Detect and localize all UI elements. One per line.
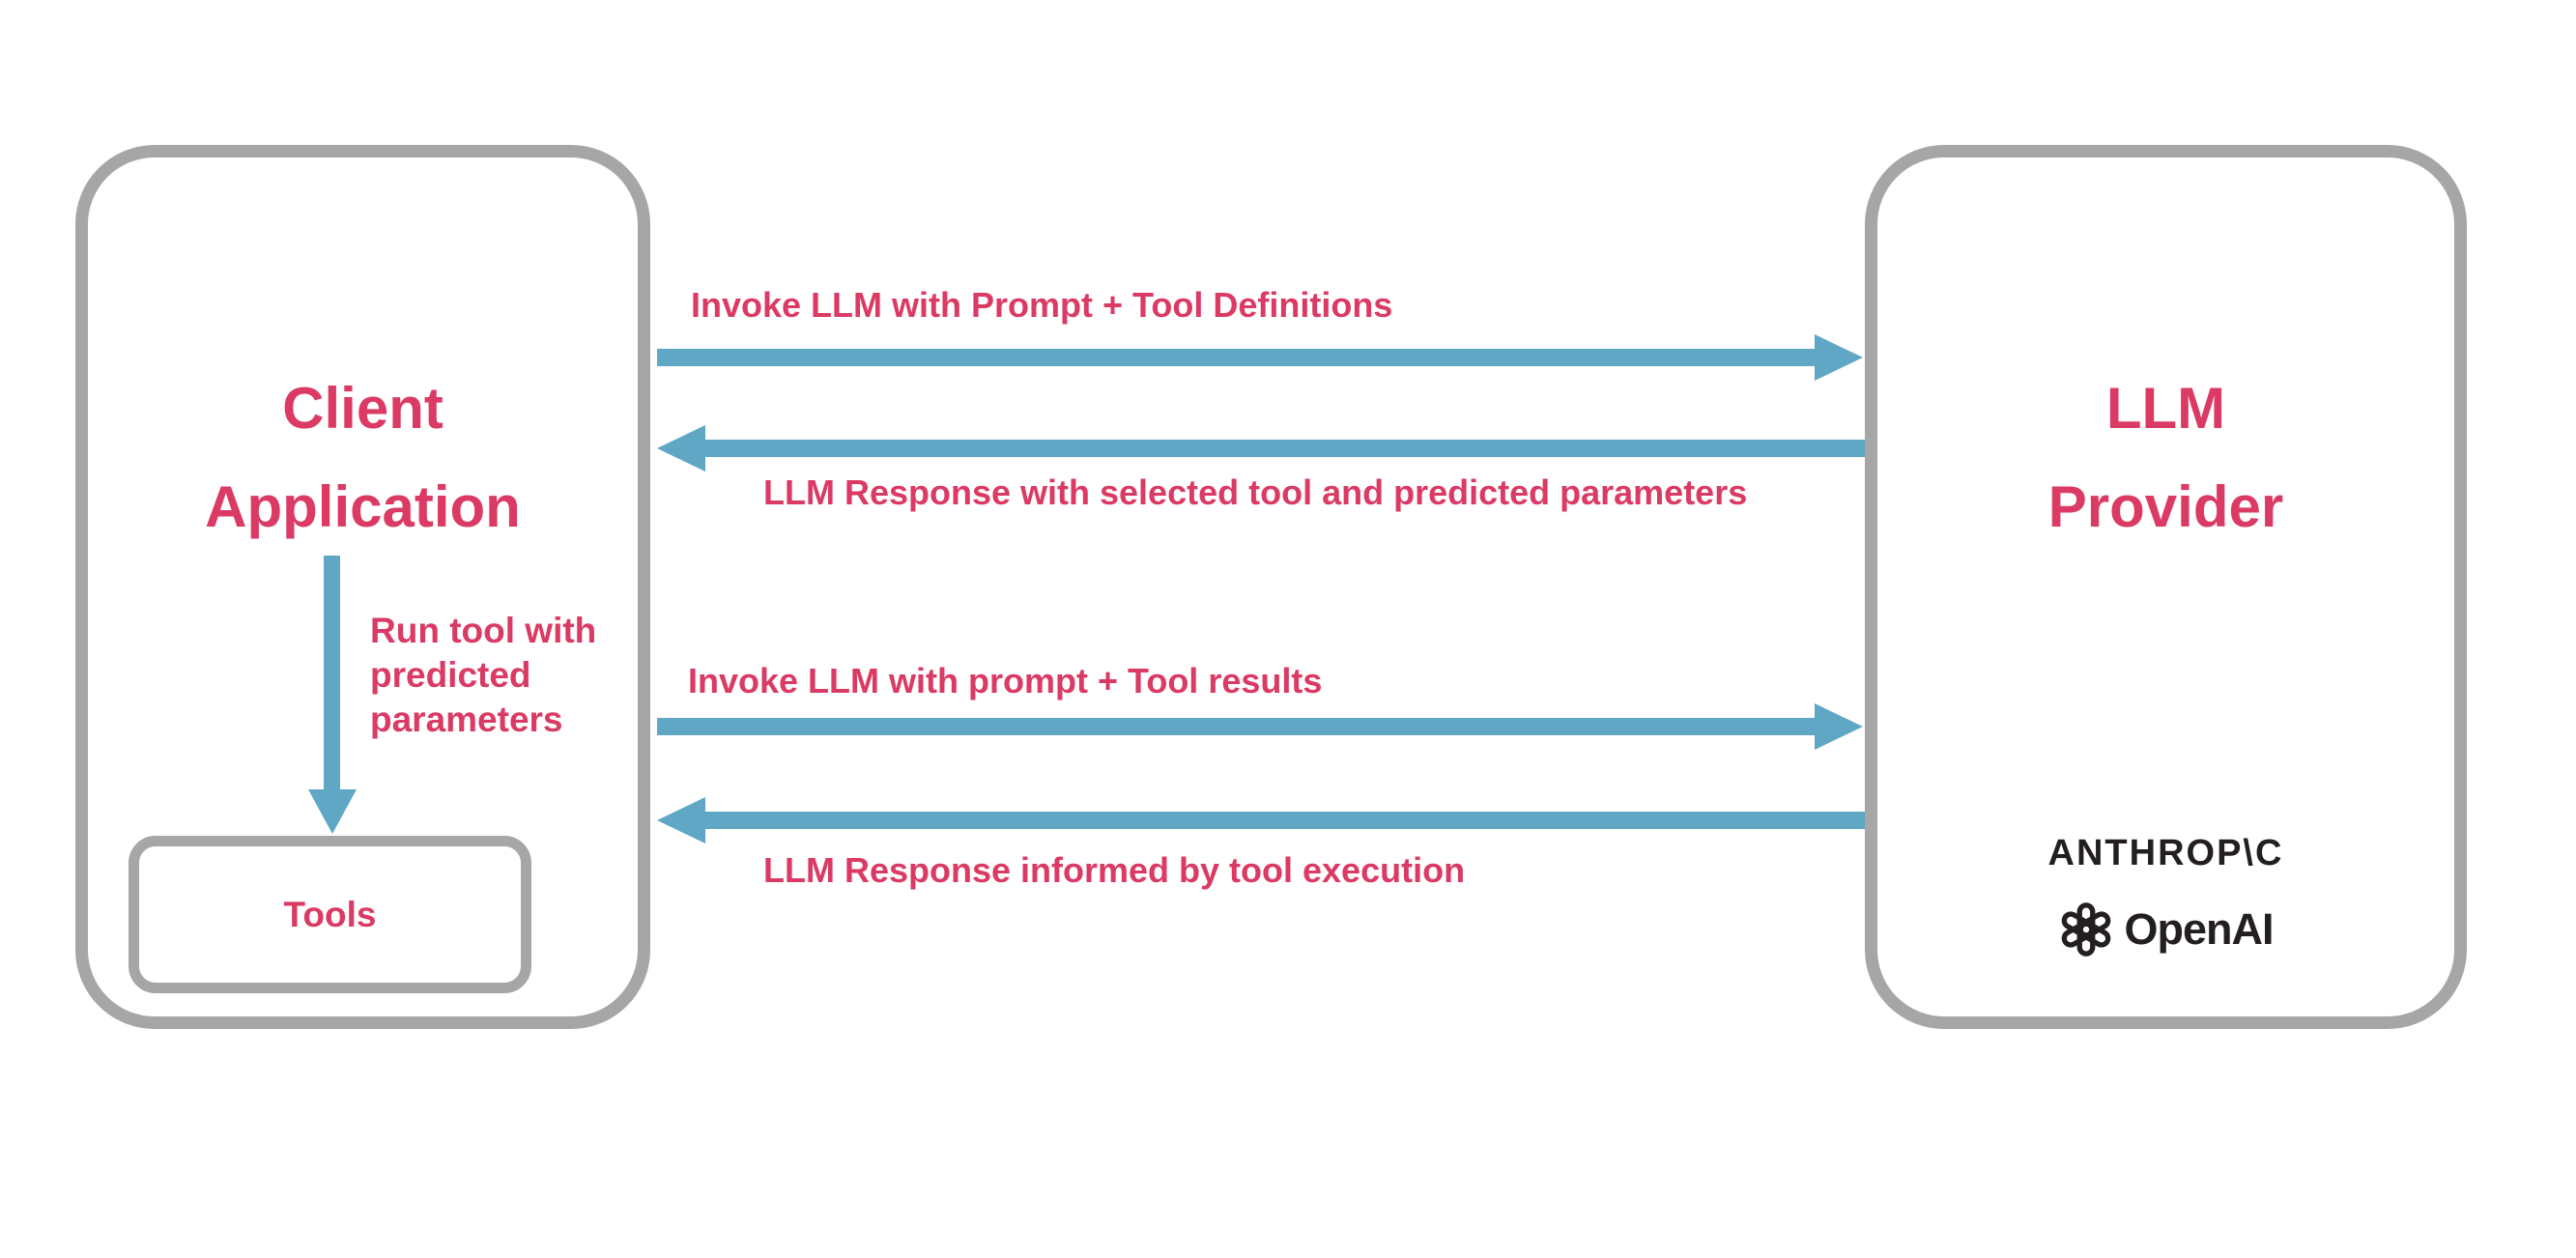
message-2-label: LLM Response with selected tool and pred… bbox=[763, 472, 1748, 512]
llm-title-line-2: Provider bbox=[2047, 474, 2284, 539]
run-tool-label-line-1: Run tool with bbox=[370, 611, 597, 650]
message-3-arrow-body bbox=[657, 718, 1815, 735]
message-2-arrow-body bbox=[705, 440, 1865, 457]
tools-label: Tools bbox=[283, 894, 377, 934]
client-application-title: Client Application bbox=[88, 359, 638, 557]
llm-provider-box: LLM Provider ANTHROP\C OpenAI bbox=[1865, 145, 2467, 1029]
message-1-label: Invoke LLM with Prompt + Tool Definition… bbox=[691, 285, 1393, 325]
openai-mark-icon bbox=[2062, 902, 2111, 957]
client-title-line-1: Client bbox=[282, 376, 444, 441]
message-1-arrowhead-right-icon bbox=[1815, 334, 1863, 381]
message-4-label: LLM Response informed by tool execution bbox=[763, 850, 1466, 890]
message-4-arrow-body bbox=[705, 812, 1865, 829]
message-1-arrow-body bbox=[657, 349, 1815, 366]
message-4-arrowhead-left-icon bbox=[657, 797, 705, 843]
run-tool-label: Run tool with predicted parameters bbox=[370, 609, 596, 742]
run-tool-arrow-head-icon bbox=[308, 789, 357, 834]
message-3-arrowhead-right-icon bbox=[1815, 703, 1863, 750]
tools-box: Tools bbox=[129, 836, 531, 993]
run-tool-label-line-3: parameters bbox=[370, 700, 563, 739]
message-2-arrowhead-left-icon bbox=[657, 425, 705, 472]
message-3-label: Invoke LLM with prompt + Tool results bbox=[688, 661, 1323, 700]
client-title-line-2: Application bbox=[205, 474, 521, 539]
client-application-box: Client Application Run tool with predict… bbox=[75, 145, 650, 1029]
llm-title-line-1: LLM bbox=[2105, 376, 2226, 441]
llm-provider-title: LLM Provider bbox=[1877, 359, 2454, 557]
openai-wordmark: OpenAI bbox=[2124, 904, 2274, 954]
run-tool-label-line-2: predicted bbox=[370, 655, 531, 695]
anthropic-logo: ANTHROP\C bbox=[2047, 833, 2284, 873]
run-tool-arrow-body bbox=[324, 556, 340, 789]
openai-logo: OpenAI bbox=[1877, 901, 2454, 958]
